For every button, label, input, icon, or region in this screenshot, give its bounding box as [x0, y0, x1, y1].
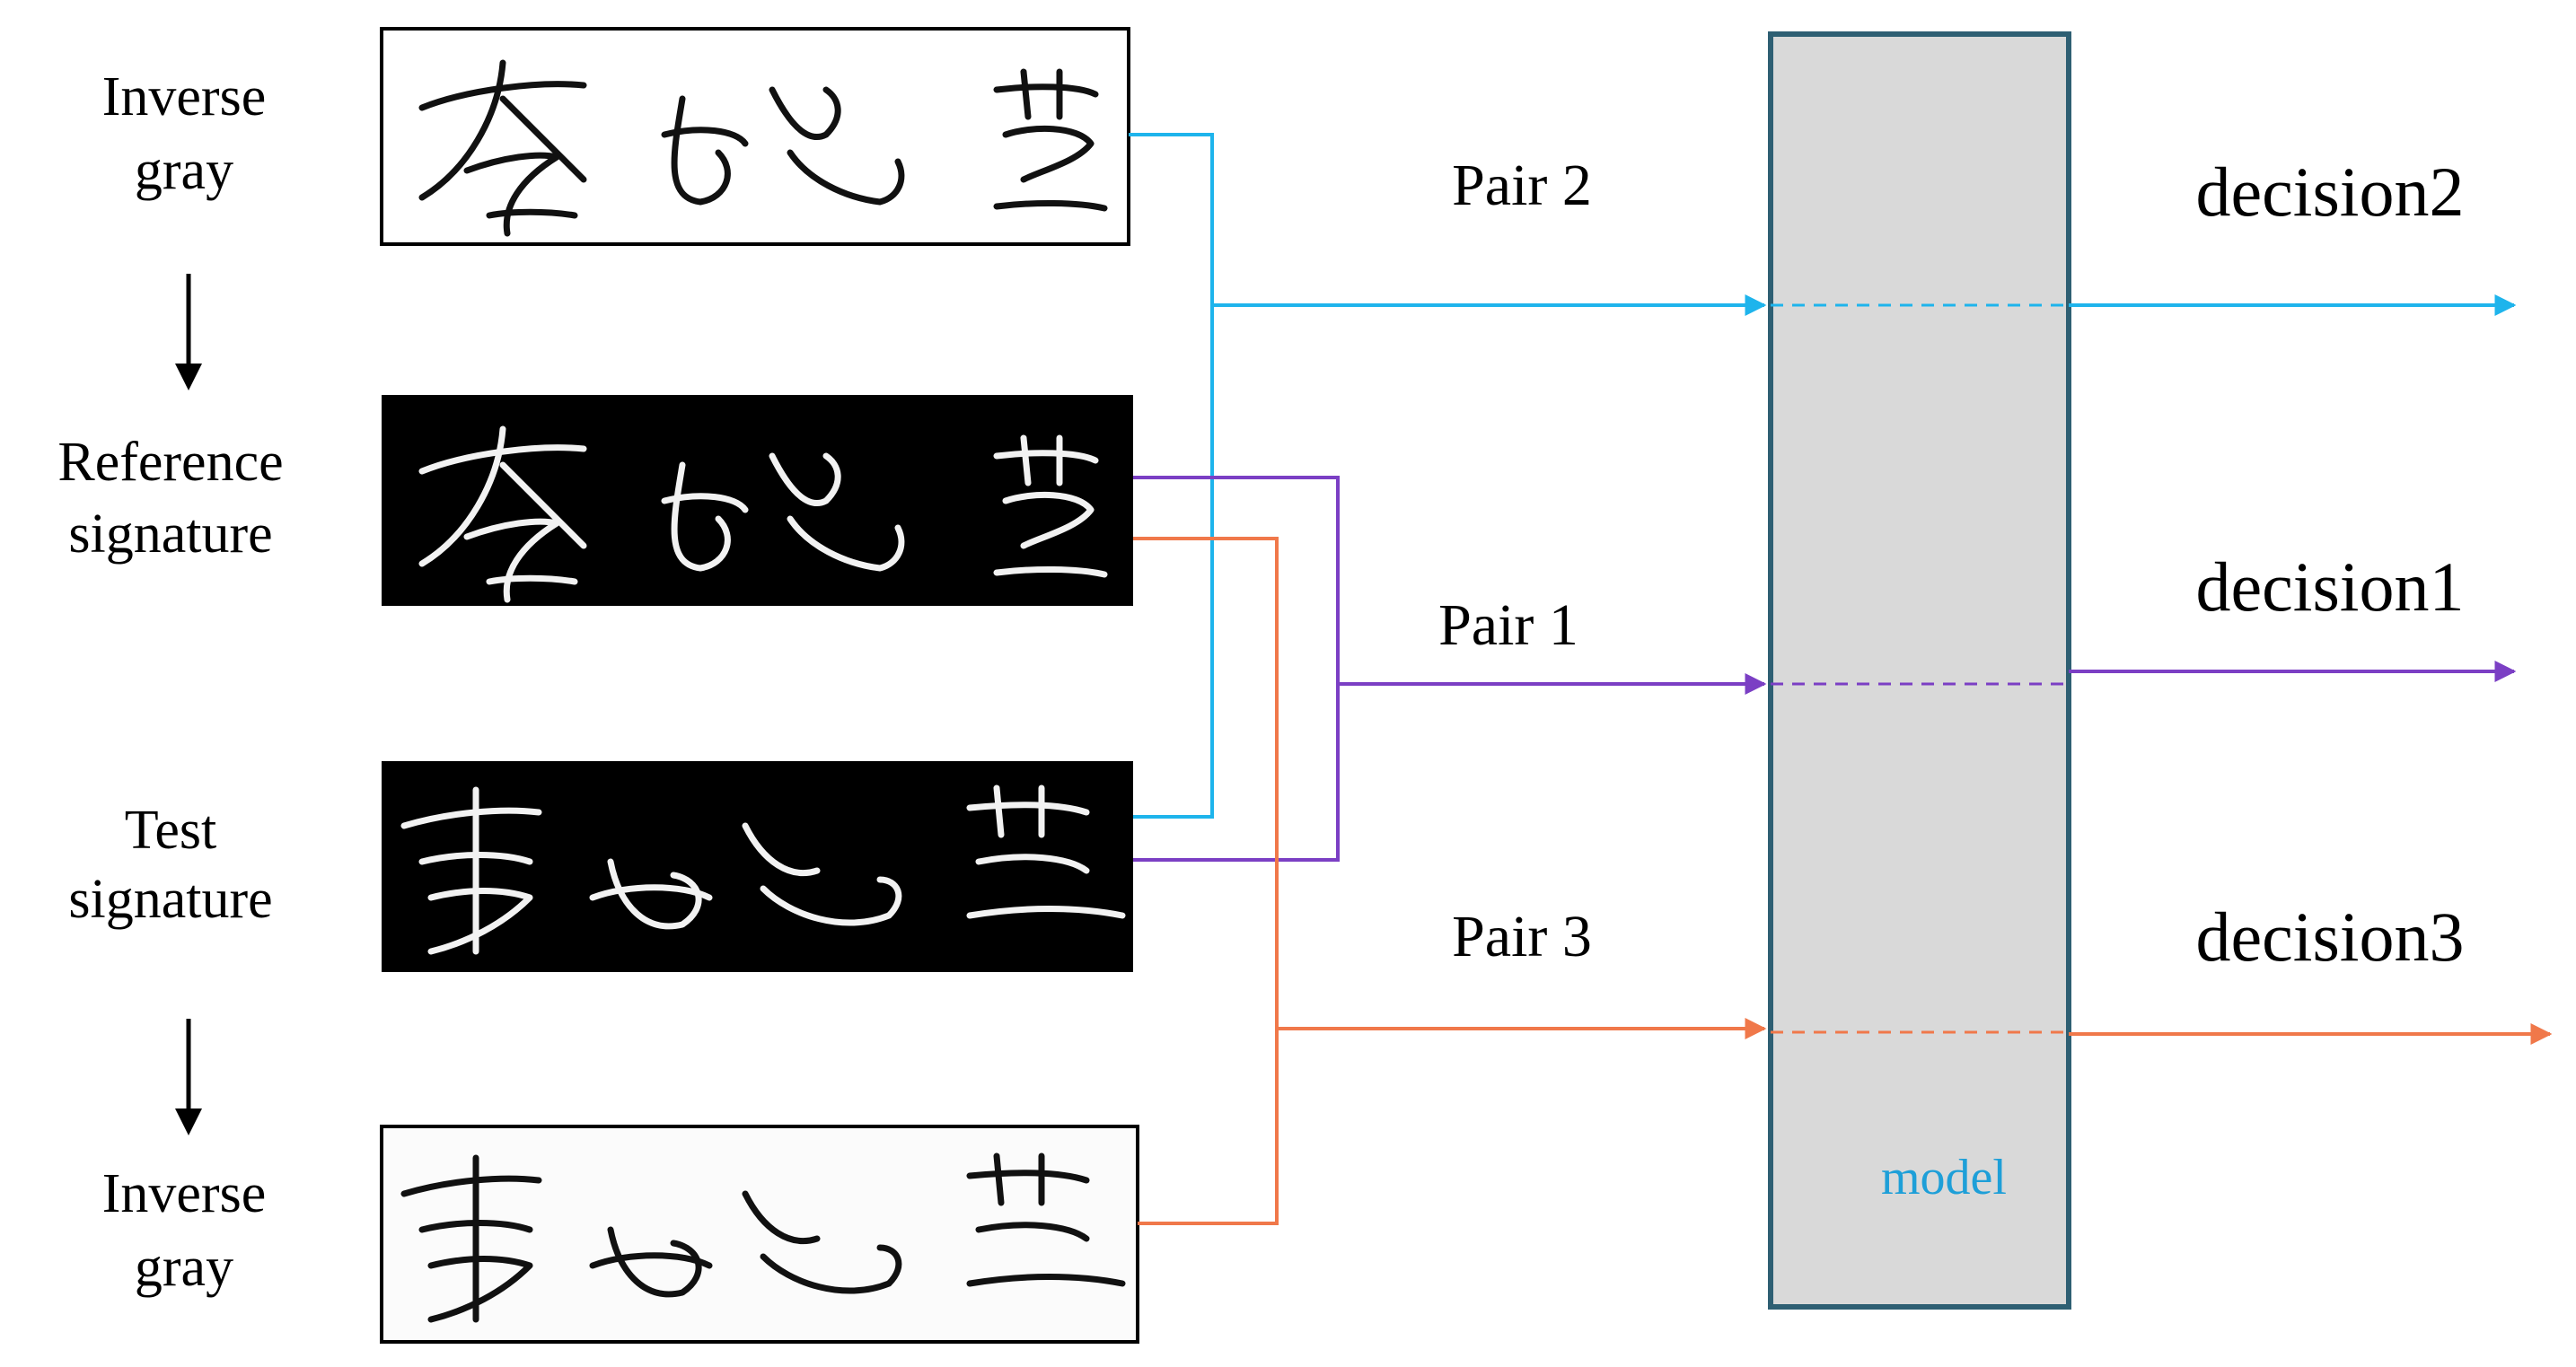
label-test-line2: signature	[68, 869, 272, 930]
pair3-label: Pair 3	[1452, 904, 1592, 969]
signature-image-top-inverse	[380, 27, 1130, 246]
pair2-label: Pair 2	[1452, 153, 1592, 218]
label-bottom-inverse-line1: Inverse	[102, 1163, 266, 1224]
model-box	[1768, 31, 2071, 1310]
decision1-label: decision1	[2196, 548, 2465, 626]
label-top-inverse-line2: gray	[135, 140, 233, 201]
decision3-label: decision3	[2196, 898, 2465, 976]
pair1-connector	[1133, 476, 1767, 862]
signature-image-test	[382, 761, 1133, 972]
label-reference-line1: Reference	[57, 432, 283, 493]
model-label: model	[1881, 1150, 2007, 1205]
pair1-label: Pair 1	[1438, 592, 1578, 658]
label-test-line1: Test	[125, 800, 216, 861]
label-top-inverse-line1: Inverse	[102, 66, 266, 127]
decision2-label: decision2	[2196, 153, 2465, 231]
label-bottom-inverse-line2: gray	[135, 1237, 233, 1298]
signature-image-reference	[382, 395, 1133, 606]
label-reference-line2: signature	[68, 504, 272, 565]
signature-image-bottom-inverse	[380, 1125, 1139, 1344]
pair3-connector	[1133, 537, 1767, 1225]
